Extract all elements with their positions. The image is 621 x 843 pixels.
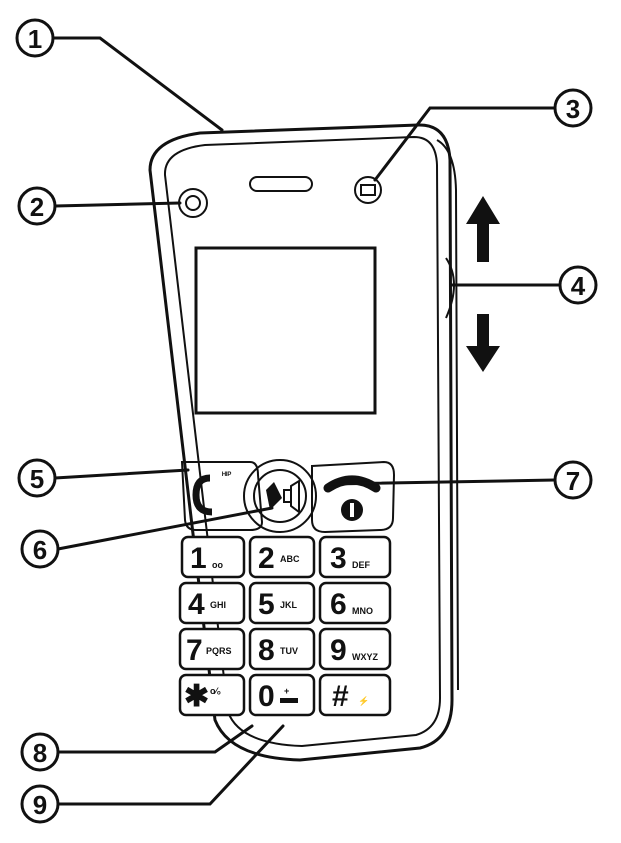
key-digit: 4	[188, 588, 205, 621]
svg-text:ᴴᴵᴾ: ᴴᴵᴾ	[222, 470, 232, 480]
key-hash: # ⚡	[318, 673, 392, 717]
key-7: 7 PQRS	[178, 627, 246, 671]
callout-9: 9	[20, 784, 60, 824]
speaker-button	[243, 459, 317, 533]
callout-2: 2	[17, 186, 57, 226]
key-letters: oo	[212, 560, 223, 570]
callout-1: 1	[15, 18, 55, 58]
callout-label: 5	[30, 464, 44, 494]
callout-label: 1	[28, 24, 42, 54]
key-digit: #	[332, 680, 349, 713]
call-button: ᴴᴵᴾ	[180, 461, 264, 531]
key-digit: 2	[258, 542, 275, 575]
key-digit: 5	[258, 588, 275, 621]
key-0: 0 +	[248, 673, 316, 717]
callout-label: 7	[566, 466, 580, 496]
callout-label: 9	[33, 790, 47, 820]
key-letters: JKL	[280, 600, 298, 610]
key-star: ✱ o⁄ₒ	[178, 673, 246, 717]
key-letters: PQRS	[206, 646, 232, 656]
leader-lines	[51, 36, 562, 806]
key-letters: WXYZ	[352, 652, 379, 662]
key-letters: TUV	[280, 646, 298, 656]
callout-label: 3	[566, 94, 580, 124]
volume-down-arrow-icon	[466, 314, 500, 372]
key-digit: 3	[330, 542, 347, 575]
key-6: 6 MNO	[318, 581, 392, 625]
key-letters: o⁄ₒ	[210, 686, 221, 696]
key-digit: 0	[258, 680, 275, 713]
callout-7: 7	[553, 460, 593, 500]
key-digit: ✱	[184, 680, 209, 713]
key-8: 8 TUV	[248, 627, 316, 671]
callout-5: 5	[17, 458, 57, 498]
callout-4: 4	[558, 265, 598, 305]
key-2: 2 ABC	[248, 535, 316, 579]
end-call-button	[311, 460, 396, 534]
earpiece	[249, 176, 313, 192]
callout-label: 4	[571, 271, 586, 301]
key-letters: GHI	[210, 600, 226, 610]
key-3: 3 DEF	[318, 535, 392, 579]
keypad: 1 oo 2 ABC 3 DEF 4 GHI 5 JKL 6 MNO	[178, 535, 392, 717]
callout-8: 8	[20, 732, 60, 772]
key-digit: 6	[330, 588, 347, 621]
key-4: 4 GHI	[178, 581, 246, 625]
callout-label: 2	[30, 192, 44, 222]
callout-label: 6	[33, 535, 47, 565]
key-digit: 8	[258, 634, 275, 667]
callout-label: 8	[33, 738, 47, 768]
display-screen	[194, 246, 377, 415]
phone-body	[148, 123, 459, 762]
volume-up-arrow-icon	[466, 196, 500, 262]
key-letters: ⚡	[358, 695, 369, 707]
key-letters: DEF	[352, 560, 371, 570]
key-letters: MNO	[352, 606, 373, 616]
key-9: 9 WXYZ	[318, 627, 392, 671]
key-digit: 7	[186, 634, 203, 667]
key-digit: 1	[190, 542, 207, 575]
callout-3: 3	[553, 88, 593, 128]
key-letters: ABC	[280, 554, 300, 564]
key-digit: 9	[330, 634, 347, 667]
key-1: 1 oo	[180, 535, 246, 579]
light-button	[178, 188, 208, 218]
key-letters: +	[284, 686, 289, 696]
message-button	[354, 176, 382, 204]
key-5: 5 JKL	[248, 581, 316, 625]
callout-6: 6	[20, 529, 60, 569]
